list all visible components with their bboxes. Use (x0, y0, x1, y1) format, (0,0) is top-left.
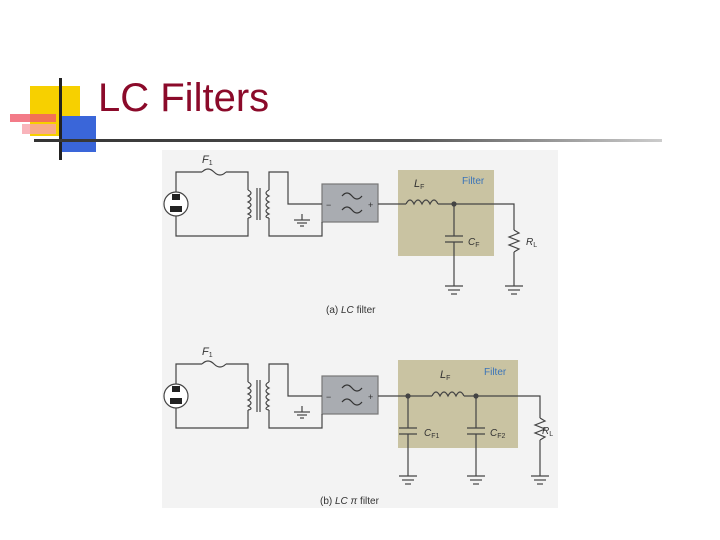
minus-label-a: − (326, 200, 331, 210)
title-divider (34, 139, 662, 142)
svg-text:RL: RL (542, 426, 553, 438)
load-resistor-b (533, 417, 547, 441)
ac-plug-icon-b (163, 383, 189, 409)
capacitor-label-a: C (468, 237, 476, 248)
decor-blue-square (62, 116, 96, 152)
caption-a: (a) LC filter (326, 305, 376, 316)
inductor-label-b: L (440, 369, 446, 381)
transformer-secondary-a (265, 189, 271, 219)
svg-text:LF: LF (440, 369, 450, 382)
transformer-secondary-b (265, 381, 271, 411)
decor-red-bar (10, 114, 56, 122)
slide-title: LC Filters (98, 76, 270, 120)
decor-vertical-line (59, 78, 62, 160)
decor-red-bar-2 (22, 124, 56, 134)
fuse-label-a: F (202, 154, 210, 166)
capacitor-2-label-b: C (490, 428, 498, 439)
fuse-label-b: F (202, 346, 210, 358)
filter-box-label-b: Filter (484, 367, 507, 378)
svg-text:RL: RL (526, 237, 537, 249)
transformer-primary-a (246, 189, 252, 219)
rectifier-box-b (321, 375, 379, 415)
load-resistor-a (507, 229, 521, 253)
svg-text:F1: F1 (202, 154, 213, 167)
fuse-b (201, 360, 227, 368)
svg-text:LF: LF (414, 178, 424, 191)
svg-text:CF1: CF1 (424, 428, 440, 440)
fuse-a (201, 168, 227, 176)
load-label-a: R (526, 237, 533, 248)
minus-label-b: − (326, 392, 331, 402)
caption-b: (b) LC π filter (320, 496, 380, 507)
filter-box-b (398, 360, 518, 448)
plus-label-a: + (368, 200, 373, 210)
panel-b (163, 360, 549, 485)
inductor-a (405, 199, 439, 206)
svg-text:F1: F1 (202, 346, 213, 359)
rectifier-box-a (321, 183, 379, 223)
plus-label-b: + (368, 392, 373, 402)
svg-text:CF2: CF2 (490, 428, 506, 440)
inductor-b (431, 391, 465, 398)
panel-a (163, 168, 523, 295)
filter-box-label-a: Filter (462, 176, 485, 187)
svg-text:CF: CF (468, 237, 480, 249)
inductor-label-a: L (414, 178, 420, 190)
transformer-primary-b (246, 381, 252, 411)
capacitor-1-label-b: C (424, 428, 432, 439)
load-label-b: R (542, 426, 549, 437)
ac-plug-icon-a (163, 191, 189, 217)
circuit-figure: F1 LF Filter CF RL − + (a) LC filter (162, 150, 558, 508)
